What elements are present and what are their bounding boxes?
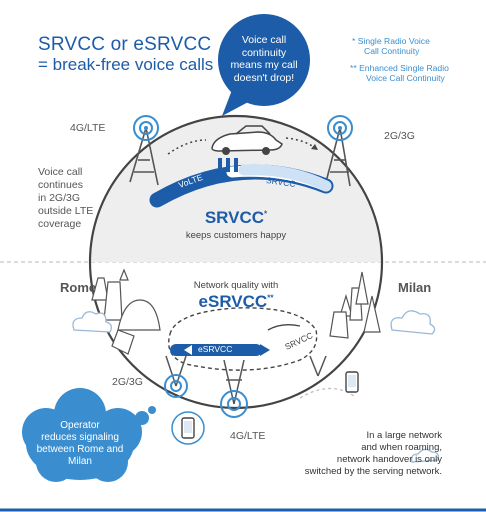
speech-bubble-text: Voice call continuity means my call does… <box>220 34 308 84</box>
milan-skyline <box>329 271 381 339</box>
cloud-bubble-line: Milan <box>68 456 92 467</box>
tower-2g-upper <box>325 115 353 187</box>
footnote-srvcc-line2: Call Continuity <box>364 46 420 56</box>
footnote-esrvcc-line1: ** Enhanced Single Radio <box>350 63 449 73</box>
footnote-esrvcc-line2: Voice Call Continuity <box>366 73 445 83</box>
left-note-line: Voice call <box>38 166 83 178</box>
srvcc-arc-band <box>149 158 334 208</box>
network-quality-text: Network quality with <box>193 280 279 291</box>
srvcc-title-sup: * <box>264 209 268 219</box>
left-note: Voice call continues in 2G/3G outside LT… <box>38 166 93 231</box>
srvcc-center-title: SRVCC* <box>176 208 296 228</box>
title-line-2: = break-free voice calls <box>38 55 214 74</box>
left-note-line: continues <box>38 179 83 191</box>
esrvcc-title-sup: ** <box>267 293 274 303</box>
cloud-small-icon <box>410 448 440 463</box>
esrvcc-center: Network quality with eSRVCC** <box>176 280 296 312</box>
city-milan: Milan <box>398 280 432 295</box>
bottom-note-line: network handover is only <box>336 454 442 465</box>
cloud-bubble-text: Operator reduces signaling between Rome … <box>24 420 136 468</box>
tower-4g-upper <box>129 115 159 186</box>
arrow-head-right-icon <box>311 144 318 150</box>
left-note-line: outside LTE <box>38 205 94 217</box>
left-note-line: coverage <box>38 218 82 230</box>
footnote-esrvcc: ** Enhanced Single Radio Voice Call Cont… <box>350 63 449 83</box>
bottom-note-line: switched by the serving network. <box>304 466 442 477</box>
left-note-line: in 2G/3G <box>38 192 81 204</box>
cloud-bubble-line: reduces signaling <box>41 432 119 443</box>
tower-4g-lower <box>220 359 248 418</box>
bottom-note: In a large network and when roaming, net… <box>300 430 442 478</box>
city-rome: Rome <box>60 280 97 295</box>
speech-line-4: doesn't drop! <box>233 71 295 84</box>
footnote-srvcc: * Single Radio Voice Call Continuity <box>352 36 430 56</box>
label-2g-upper: 2G/3G <box>384 130 415 142</box>
srvcc-center: SRVCC* keeps customers happy <box>176 208 296 241</box>
tower-right-lower <box>309 355 327 377</box>
speech-line-1: Voice call <box>241 34 287 46</box>
bottom-note-line: and when roaming, <box>361 442 442 453</box>
esrvcc-arrow-label: eSRVCC <box>198 344 233 354</box>
speech-bubble-top <box>218 14 310 116</box>
cloud-bubble <box>22 388 156 482</box>
tower-2g-lower <box>164 355 188 398</box>
title-line-1: SRVCC or eSRVCC <box>38 34 212 55</box>
speech-line-3: means my call <box>230 59 298 71</box>
phone-lower-left-icon <box>171 411 205 445</box>
bottom-note-line: In a large network <box>366 430 442 441</box>
srvcc-title-text: SRVCC <box>204 208 265 227</box>
phone-lower-right-icon <box>345 371 359 393</box>
globe <box>88 114 384 410</box>
cloud-right-icon <box>390 310 436 335</box>
cloud-bubble-line: between Rome and <box>36 444 124 455</box>
label-4g-upper: 4G/LTE <box>70 122 106 134</box>
esrvcc-title-text: eSRVCC <box>198 292 268 311</box>
esrvcc-loop <box>168 307 318 371</box>
label-4g-lower: 4G/LTE <box>230 430 266 442</box>
label-2g-lower: 2G/3G <box>112 376 143 388</box>
rome-skyline <box>91 268 161 355</box>
roaming-arc <box>299 387 355 399</box>
cloud-bubble-line: Operator <box>60 420 100 431</box>
car-icon <box>211 125 283 155</box>
srvcc-center-subtitle: keeps customers happy <box>185 230 287 241</box>
esrvcc-center-title: eSRVCC** <box>176 292 296 312</box>
speech-line-2: continuity <box>241 46 287 59</box>
footnote-srvcc-line1: * Single Radio Voice <box>352 36 430 46</box>
cloud-left-icon <box>72 311 112 333</box>
